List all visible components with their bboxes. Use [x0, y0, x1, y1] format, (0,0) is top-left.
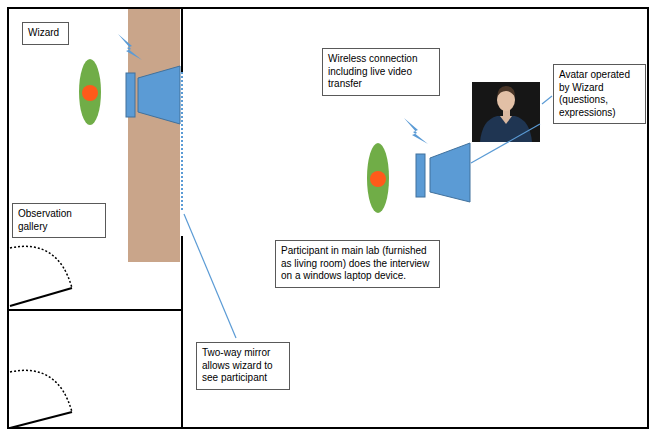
wizard-person — [79, 59, 101, 125]
laptop-screen — [138, 66, 180, 124]
outer-wall — [8, 8, 648, 428]
box-label: Two-way mirror allows wizard to see part… — [202, 347, 284, 385]
wizard-head — [82, 85, 98, 101]
box-label: Observation gallery — [18, 208, 100, 233]
door — [10, 412, 72, 428]
wall — [181, 236, 183, 428]
text-box: Wizard — [22, 22, 69, 45]
text-box: Observation gallery — [12, 203, 106, 238]
wall — [8, 309, 182, 311]
wireless-symbol — [118, 34, 142, 60]
text-box: Avatar operated by Wizard (questions, ex… — [553, 64, 646, 124]
laptop-screen — [430, 143, 470, 202]
avatar-photo — [472, 82, 540, 142]
avatar-hair — [497, 86, 515, 97]
box-label: Wireless connection including live video… — [328, 53, 434, 91]
avatar-shirt — [480, 116, 532, 142]
photo-background — [472, 82, 540, 142]
leader-line — [184, 214, 236, 338]
leader-line — [471, 124, 540, 163]
laptop-keyboard — [126, 73, 135, 117]
door-swing — [10, 246, 72, 288]
laptop-keyboard — [416, 154, 425, 197]
box-label: Avatar operated by Wizard (questions, ex… — [559, 69, 640, 119]
wall — [181, 8, 183, 72]
door-swing — [10, 370, 72, 412]
box-label: Wizard — [28, 27, 63, 40]
text-box: Wireless connection including live video… — [322, 48, 440, 96]
door — [10, 288, 72, 306]
two-way-mirror — [181, 72, 183, 212]
text-box: Two-way mirror allows wizard to see part… — [196, 342, 290, 390]
text-box: Participant in main lab (furnished as li… — [275, 240, 440, 288]
participant-head — [370, 171, 386, 187]
leader-line — [542, 96, 552, 104]
wireless-symbol — [404, 118, 428, 144]
desk-band — [128, 9, 180, 262]
box-label: Participant in main lab (furnished as li… — [281, 245, 434, 283]
participant-person — [367, 143, 389, 213]
